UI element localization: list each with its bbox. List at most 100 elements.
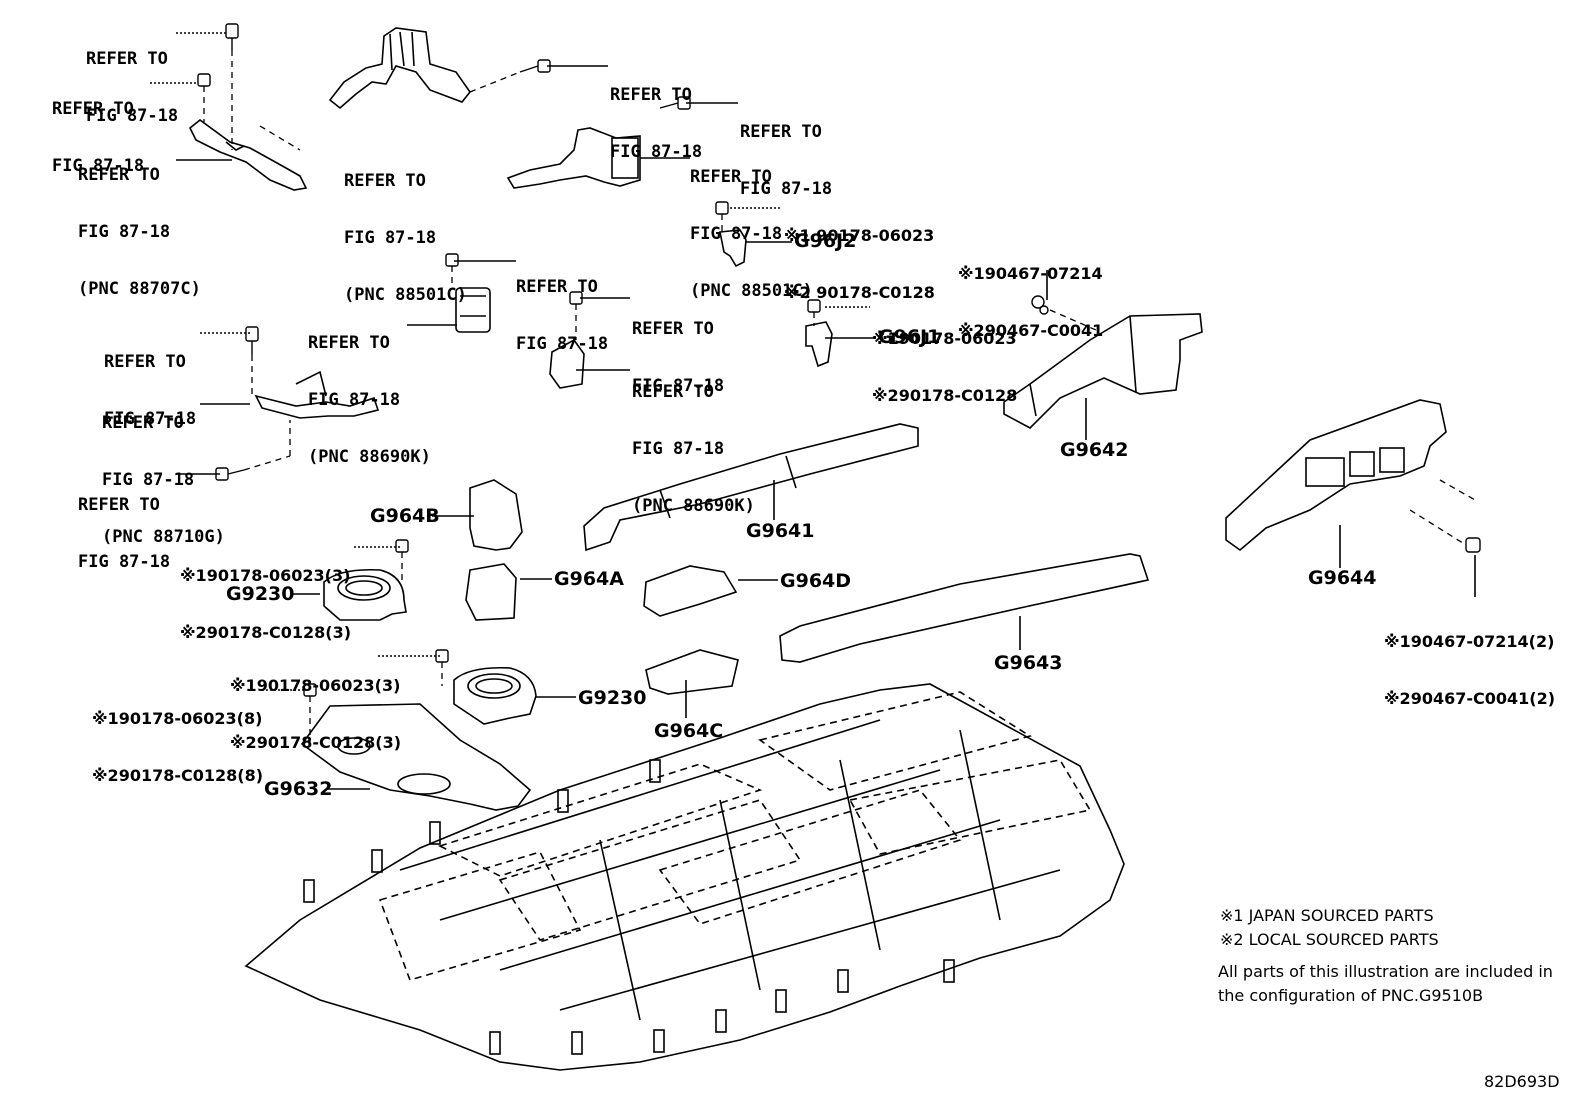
part-number-g9642: G9642 [1060, 439, 1129, 461]
refer-line: FIG 87-18 [78, 552, 171, 572]
refer-line: REFER TO [516, 277, 598, 297]
refer-line: FIG 87-18 [52, 156, 145, 176]
refer-line: FIG 87-18 [308, 390, 401, 410]
refer-line: (PNC 88501C) [690, 281, 813, 301]
bracket-88710g [254, 370, 380, 419]
refer-label-j: REFER TO FIG 87-18 [632, 282, 724, 434]
fastener-code-f6: ※190178-06023(3) ※290178-C0128(3) [230, 638, 401, 790]
part-number-g964b: G964B [370, 505, 440, 527]
duct-g9644 [1225, 399, 1447, 552]
refer-label-k: REFER TO FIG 87-18 (PNC 88690K) [632, 345, 755, 554]
refer-label-d: REFER TO FIG 87-18 (PNC 88501C) [344, 134, 467, 343]
fastener-code-f4: ※190178-06023(3) ※290178-C0128(3) [180, 528, 351, 680]
refer-line: FIG 87-18 [516, 334, 609, 354]
refer-line: REFER TO [102, 413, 184, 433]
refer-line: (PNC 88707C) [78, 279, 201, 299]
code-line: ※290467-C0041(2) [1384, 689, 1556, 708]
configuration-note-line1: All parts of this illustration are inclu… [1218, 962, 1553, 981]
blower-g9230-b [453, 666, 537, 725]
refer-line: FIG 87-18 [344, 228, 437, 248]
refer-label-m: REFER TO FIG 87-18 (PNC 88710G) [102, 376, 225, 585]
refer-label-g: REFER TO FIG 87-18 (PNC 88501C) [690, 130, 813, 339]
code-line: ※190467-07214 [958, 264, 1103, 283]
code-line: ※190467-07214(2) [1384, 632, 1555, 651]
code-line: ※190178-06023 [872, 329, 1017, 348]
part-g964d [643, 565, 738, 617]
plate-g9632 [300, 703, 532, 811]
bracket-88707c [188, 118, 308, 191]
code-line: ※2 90178-C0128 [784, 283, 935, 302]
legend-local-sourced: ※2 LOCAL SOURCED PARTS [1220, 930, 1439, 949]
duct-g9641 [583, 423, 919, 552]
fastener-code-f2: ※190467-07214 ※290467-C0041 [958, 226, 1103, 378]
refer-line: (PNC 88690K) [632, 496, 755, 516]
part-g964b [469, 479, 523, 551]
refer-label-f: REFER TO FIG 87-18 [740, 85, 832, 237]
legend-japan-sourced: ※1 JAPAN SOURCED PARTS [1220, 906, 1434, 925]
refer-line: REFER TO [52, 99, 134, 119]
refer-line: REFER TO [78, 165, 160, 185]
refer-line: FIG 87-18 [78, 222, 171, 242]
fastener-code-f5: ※190467-07214(2) ※290467-C0041(2) [1384, 594, 1555, 746]
bracket-88501c-top [328, 27, 471, 110]
code-line: ※190178-06023(3) [230, 676, 401, 695]
part-number-g964d: G964D [780, 570, 852, 592]
part-number-g9644: G9644 [1308, 567, 1377, 589]
code-line: ※1 90178-06023 [784, 226, 935, 245]
part-number-g9632: G9632 [264, 778, 333, 800]
refer-label-b: REFER TO FIG 87-18 [52, 62, 144, 214]
part-number-g96j2: G96J2 [794, 230, 857, 252]
part-g964a [465, 563, 517, 621]
bracket-88501c-mid [506, 127, 641, 189]
refer-line: (PNC 88501C) [344, 285, 467, 305]
refer-line: REFER TO [86, 49, 168, 69]
refer-label-c: REFER TO FIG 87-18 (PNC 88707C) [78, 128, 201, 337]
refer-line: REFER TO [632, 382, 714, 402]
refer-line: FIG 87-18 [632, 376, 725, 396]
sensor-88690k-b [549, 338, 585, 389]
refer-line: REFER TO [632, 319, 714, 339]
refer-label-i: REFER TO FIG 87-18 (PNC 88690K) [308, 296, 431, 505]
part-g964c [645, 649, 739, 695]
bracket-g96j2 [719, 229, 747, 268]
fastener-code-f1: ※1 90178-06023 ※2 90178-C0128 [784, 188, 935, 340]
refer-line: FIG 87-18 [102, 470, 195, 490]
duct-g9643 [779, 553, 1150, 663]
refer-label-n: REFER TO FIG 87-18 [78, 458, 170, 610]
figure-code: 82D693D [1484, 1072, 1560, 1091]
blower-g9230-a [323, 568, 407, 621]
code-line: ※290178-C0128(8) [92, 766, 264, 785]
refer-label-l: REFER TO FIG 87-18 [104, 315, 196, 467]
refer-line: REFER TO [344, 171, 426, 191]
fastener-code-f7: ※190178-06023(8) ※290178-C0128(8) [92, 671, 263, 823]
code-line: ※190178-06023(8) [92, 709, 263, 728]
part-number-g9230-b: G9230 [578, 687, 647, 709]
refer-label-h: REFER TO FIG 87-18 [516, 240, 608, 392]
leader-lines [150, 32, 1476, 790]
configuration-note-line2: the configuration of PNC.G9510B [1218, 986, 1484, 1005]
code-line: ※290467-C0041 [958, 321, 1104, 340]
refer-line: FIG 87-18 [632, 439, 725, 459]
refer-line: REFER TO [740, 122, 822, 142]
refer-line: REFER TO [78, 495, 160, 515]
sensor-88690k-a [455, 287, 491, 333]
refer-line: (PNC 88690K) [308, 447, 431, 467]
duct-g9642 [1003, 313, 1203, 429]
refer-line: FIG 87-18 [86, 106, 179, 126]
code-line: ※190178-06023(3) [180, 566, 351, 585]
refer-line: FIG 87-18 [104, 409, 197, 429]
refer-line: FIG 87-18 [740, 179, 833, 199]
refer-label-e: REFER TO FIG 87-18 [610, 48, 702, 200]
part-number-g9230-a: G9230 [226, 583, 295, 605]
refer-line: REFER TO [104, 352, 186, 372]
refer-line: REFER TO [308, 333, 390, 353]
refer-line: REFER TO [690, 167, 772, 187]
battery-tray [244, 683, 1125, 1071]
part-number-g964c: G964C [654, 720, 724, 742]
code-line: ※290178-C0128(3) [230, 733, 402, 752]
part-number-g964a: G964A [554, 568, 624, 590]
refer-line: FIG 87-18 [690, 224, 783, 244]
part-number-g96j1: G96J1 [878, 326, 941, 348]
